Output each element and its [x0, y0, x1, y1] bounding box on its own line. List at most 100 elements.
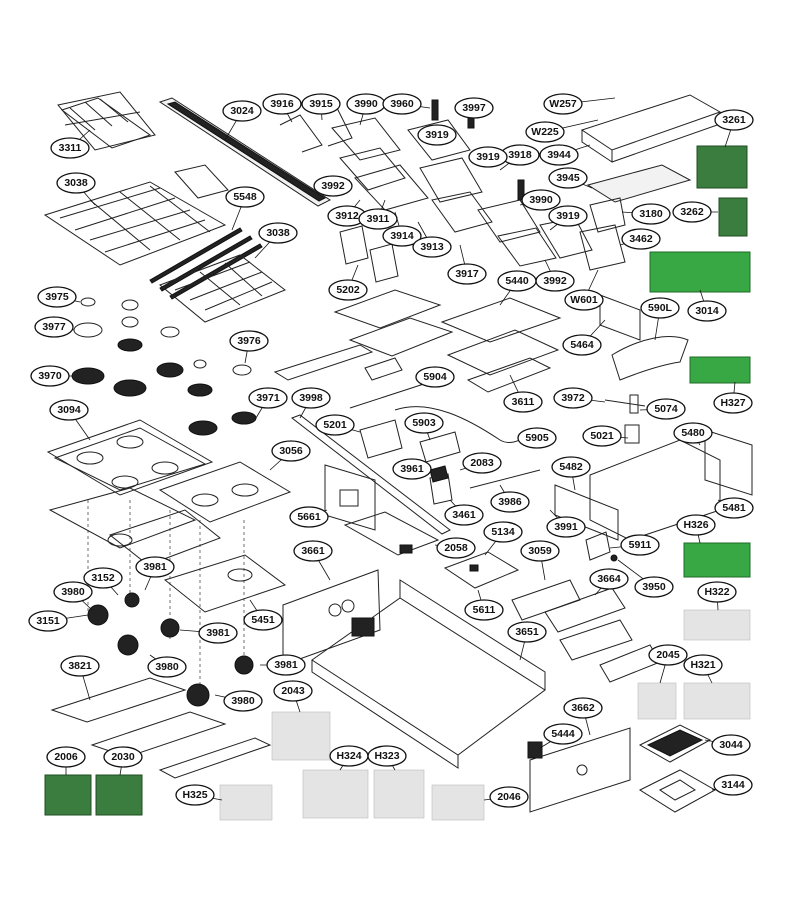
callout-label: 3945	[556, 172, 580, 184]
callout-label: 3961	[400, 463, 424, 475]
callout-label: 3960	[390, 98, 414, 110]
callout-label: W601	[570, 294, 598, 306]
callout-bubble	[243, 609, 283, 631]
callout-bubble	[520, 540, 560, 562]
callout-label: H321	[690, 659, 715, 671]
callout-label: 5201	[323, 419, 347, 431]
callout-5548: 5548	[225, 186, 265, 231]
part-bracket-bar	[273, 344, 374, 381]
callout-bubble	[620, 534, 660, 556]
callout-label: 3992	[543, 275, 567, 287]
callout-bubble	[392, 458, 432, 480]
callout-bubble	[258, 222, 298, 244]
callout-3998: 3998	[291, 387, 331, 419]
callout-bubble	[543, 93, 583, 115]
part-3180-box	[579, 197, 626, 271]
callout-3911: 3911	[358, 199, 398, 230]
callout-bubble	[271, 440, 311, 462]
callout-label: 3990	[529, 194, 553, 206]
callout-bubble	[415, 366, 455, 388]
callout-bubble	[489, 786, 529, 808]
harness-H326-photo	[683, 542, 751, 578]
callout-label: 3980	[61, 586, 85, 598]
callout-label: 5134	[491, 526, 515, 538]
callout-bubble	[687, 300, 727, 322]
callout-bubble	[222, 100, 262, 122]
callout-3919b: 3919	[468, 146, 508, 168]
callout-bubble	[225, 186, 265, 208]
callout-label: 3980	[155, 661, 179, 673]
callout-5202: 5202	[328, 264, 368, 301]
callout-bubble	[83, 567, 123, 589]
callout-label: 3997	[462, 102, 486, 114]
callout-3462: 3462	[619, 228, 661, 250]
callout-3094: 3094	[49, 399, 91, 441]
part-5444-fan	[527, 741, 543, 759]
callout-W225: W225	[525, 119, 599, 143]
callout-bubble	[672, 201, 712, 223]
part-5074-valve	[604, 394, 646, 444]
part-5482-panel	[554, 484, 619, 541]
callout-bubble	[468, 146, 508, 168]
callout-bubble	[313, 175, 353, 197]
callout-label: H322	[704, 586, 729, 598]
callout-bubble	[147, 656, 187, 678]
callout-label: 3059	[528, 545, 552, 557]
part-wire-frames	[279, 99, 593, 267]
part-5911-bracket	[585, 531, 618, 562]
callout-3044: 3044	[704, 734, 751, 756]
callout-bubble	[525, 121, 565, 143]
callout-label: 3664	[597, 573, 621, 585]
part-5904-tube	[349, 381, 431, 409]
callout-3980a: 3980	[53, 581, 93, 611]
callout-label: 3950	[642, 581, 666, 593]
callout-bubble	[683, 654, 723, 676]
part-3945-panel	[586, 164, 692, 203]
callout-bubble	[503, 391, 543, 413]
callout-bubble	[436, 537, 476, 559]
callout-label: 3038	[64, 177, 88, 189]
callout-label: 3661	[301, 545, 325, 557]
callout-bubble	[266, 654, 306, 676]
callout-label: 3981	[274, 659, 298, 671]
callout-H322: H322	[697, 581, 737, 611]
harness-2045-photo	[637, 682, 677, 720]
callout-label: 3977	[42, 321, 66, 333]
callout-label: 5440	[505, 275, 529, 287]
callout-bubble	[713, 392, 753, 414]
callout-2058: 2058	[434, 537, 476, 559]
callout-bubble	[30, 365, 70, 387]
callout-W257: W257	[543, 93, 616, 115]
callout-label: 3152	[91, 572, 115, 584]
callout-bubble	[673, 422, 713, 444]
callout-bubble	[34, 316, 74, 338]
callout-label: 3918	[508, 149, 532, 161]
callout-bubble	[483, 521, 523, 543]
callout-bubble	[490, 491, 530, 513]
callout-3662: 3662	[563, 697, 603, 736]
callout-label: 3992	[321, 180, 345, 192]
callout-label: 2030	[111, 751, 135, 763]
callout-3919c: 3919	[548, 205, 588, 231]
callout-label: 3919	[425, 129, 449, 141]
callout-bubble	[646, 398, 686, 420]
callout-bubble	[539, 144, 579, 166]
callout-bubble	[367, 745, 407, 767]
callout-label: 3311	[59, 142, 82, 154]
callout-label: 5074	[654, 403, 678, 415]
callout-bubble	[46, 746, 86, 768]
callout-H321: H321	[683, 654, 723, 684]
part-valves	[87, 592, 254, 707]
callout-5440: 5440	[497, 270, 537, 306]
callout-label: 5482	[559, 461, 583, 473]
part-5464-shield	[599, 294, 641, 341]
callout-H324: H324	[329, 745, 369, 771]
callout-bubble	[676, 514, 716, 536]
harness-2046-photo	[431, 784, 485, 821]
callout-2030: 2030	[103, 746, 143, 776]
callout-bubble	[521, 189, 561, 211]
part-drop-lines	[87, 500, 245, 690]
part-3038-grate-large	[43, 164, 229, 266]
callout-bubble	[548, 167, 588, 189]
part-5202-brackets	[339, 225, 399, 283]
